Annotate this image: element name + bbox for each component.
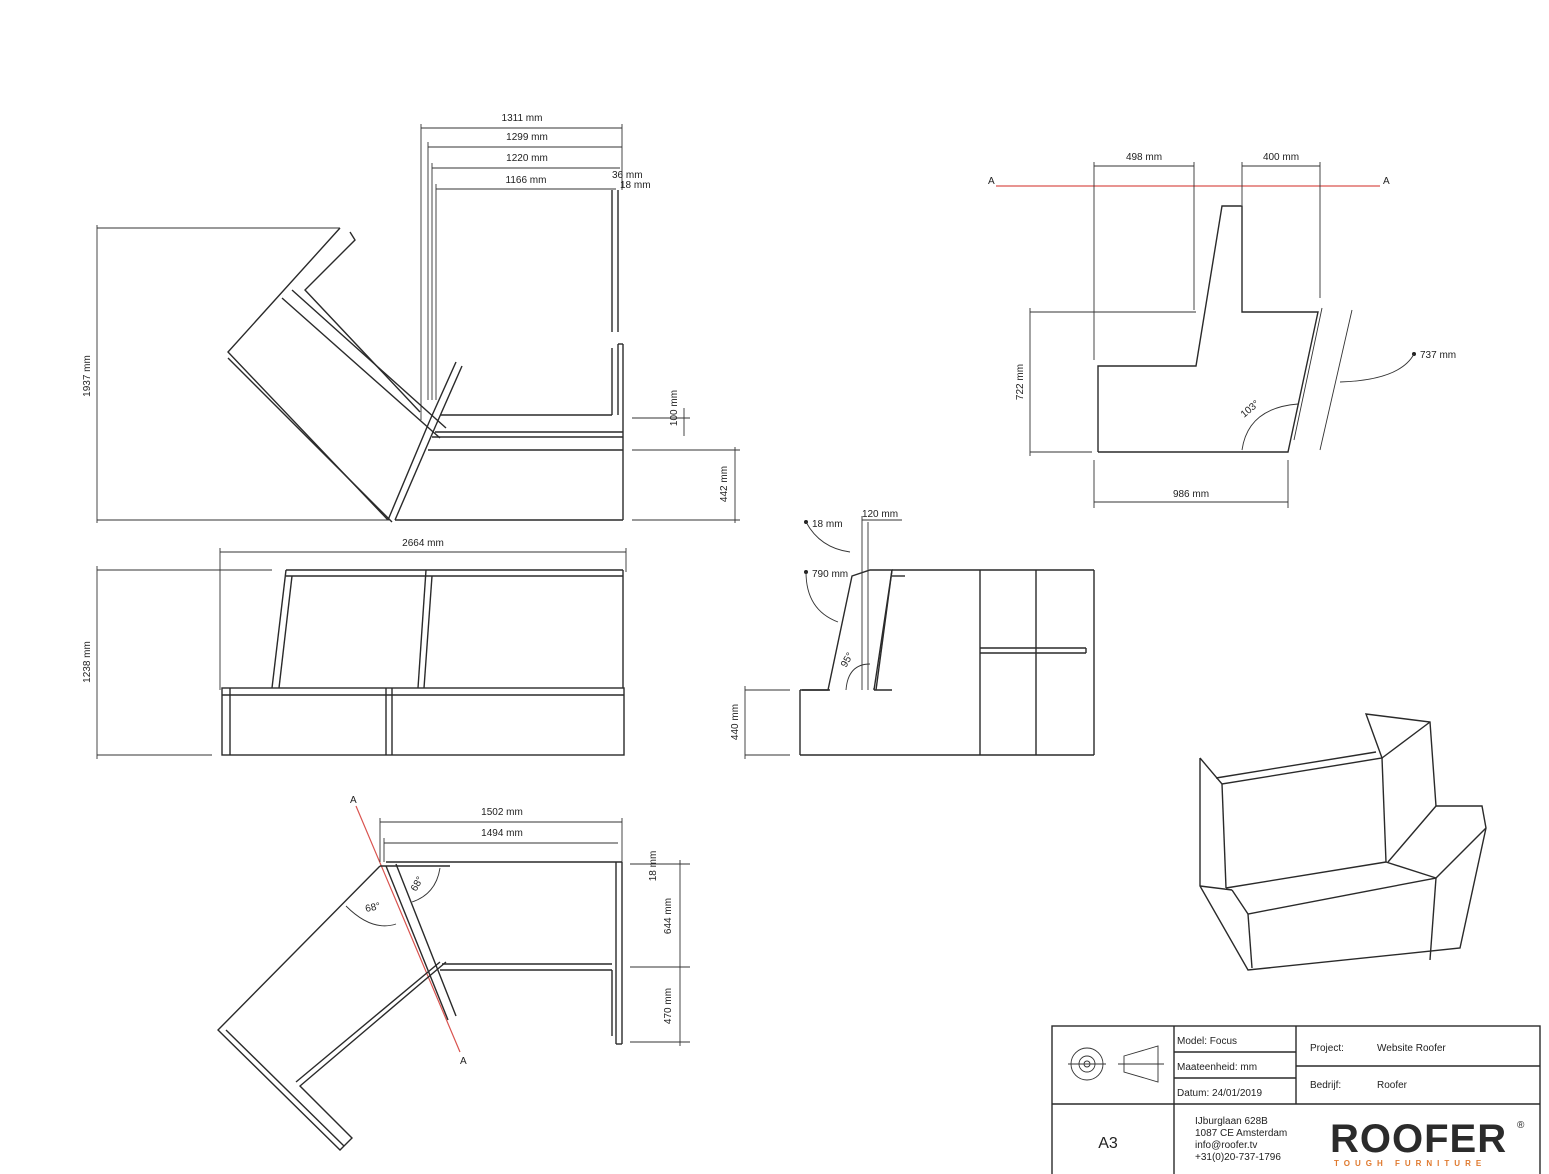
section-b-bottom: A [460, 1056, 467, 1067]
dim-1494: 1494 mm [481, 828, 523, 839]
dim-440: 440 mm [730, 704, 741, 740]
front-view: 2664 mm 1238 mm [82, 538, 627, 759]
section-a-right: A [1383, 176, 1390, 187]
address-line-1: IJburglaan 628B [1195, 1116, 1268, 1127]
dim-722: 722 mm [1015, 364, 1026, 400]
dim-1299: 1299 mm [506, 132, 548, 143]
logo-tagline: TOUGH FURNITURE [1334, 1159, 1486, 1168]
project-value: Website Roofer [1377, 1043, 1446, 1054]
dim-737: 737 mm [1420, 350, 1456, 361]
dim-18: 18 mm [620, 180, 651, 191]
dim-1238: 1238 mm [82, 641, 93, 683]
dim-120: 120 mm [862, 509, 898, 520]
angle-103: 103° [1239, 399, 1262, 421]
angle-95: 95° [839, 651, 856, 670]
dim-470: 470 mm [663, 988, 674, 1024]
dim-1502: 1502 mm [481, 807, 523, 818]
dim-498: 498 mm [1126, 152, 1162, 163]
roofer-logo: ROOFER [1330, 1117, 1507, 1161]
dim-442: 442 mm [719, 466, 730, 502]
address-line-3: info@roofer.tv [1195, 1140, 1257, 1151]
angle-68-right: 68° [409, 875, 426, 894]
dim-2664: 2664 mm [402, 538, 444, 549]
projection-symbol [1068, 1045, 1164, 1083]
date-label: Datum: 24/01/2019 [1177, 1088, 1262, 1099]
dim-36: 36 mm [612, 170, 643, 181]
dim-790: 790 mm [812, 569, 848, 580]
section-a-left: A [988, 176, 995, 187]
project-label: Project: [1310, 1043, 1344, 1054]
company-value: Roofer [1377, 1080, 1408, 1091]
dim-1166: 1166 mm [506, 175, 547, 186]
dim-644: 644 mm [663, 898, 674, 934]
section-view: A A 498 mm 400 mm 722 mm 986 mm 737 mm 1… [988, 152, 1456, 508]
address-line-2: 1087 CE Amsterdam [1195, 1128, 1287, 1139]
logo-registered: ® [1517, 1120, 1525, 1131]
dim-400: 400 mm [1263, 152, 1299, 163]
plan-view: 1311 mm 1299 mm 1220 mm 1166 mm 36 mm 18… [82, 113, 740, 523]
isometric-view [1199, 713, 1487, 971]
sheet-size: A3 [1098, 1135, 1118, 1152]
dim-986: 986 mm [1173, 489, 1209, 500]
angle-68-left: 68° [364, 901, 381, 915]
dim-bottom-18: 18 mm [648, 851, 659, 882]
address-line-4: +31(0)20-737-1796 [1195, 1152, 1281, 1163]
dim-side-18: 18 mm [812, 519, 843, 530]
dim-1937: 1937 mm [82, 355, 93, 397]
bottom-view: A A 1502 mm 1494 mm 68° 68° 18 mm 644 mm… [217, 795, 690, 1151]
model-label: Model: Focus [1177, 1036, 1237, 1047]
dim-1220: 1220 mm [506, 153, 548, 164]
dim-100: 100 mm [669, 390, 680, 426]
dim-1311: 1311 mm [502, 113, 543, 124]
title-block: Model: Focus Maateenheid: mm Datum: 24/0… [1051, 1025, 1541, 1174]
section-b-top: A [350, 795, 357, 806]
side-view: 120 mm 18 mm 790 mm 95° 440 mm [730, 509, 1095, 759]
unit-label: Maateenheid: mm [1177, 1062, 1257, 1073]
company-label: Bedrijf: [1310, 1080, 1341, 1091]
